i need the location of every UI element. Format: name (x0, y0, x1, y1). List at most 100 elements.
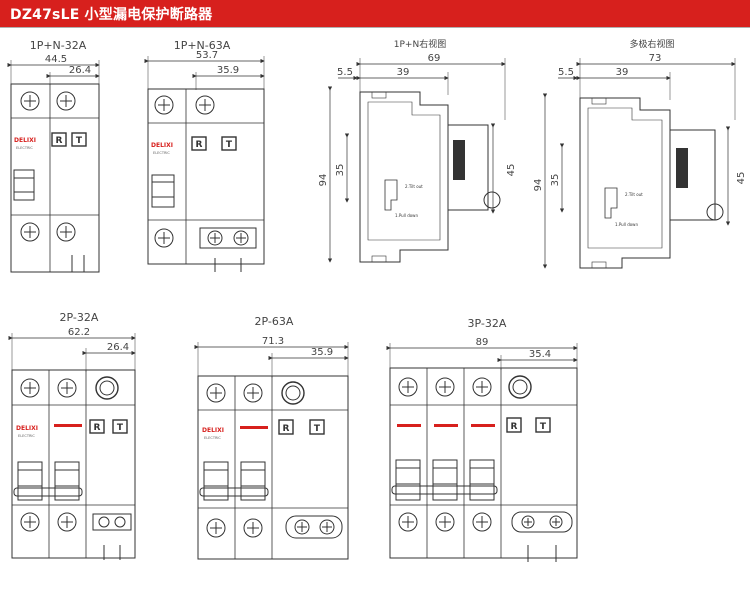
overall-width-value: 71.3 (262, 336, 284, 347)
terminal-screw-icon (207, 230, 223, 246)
test-label: T (76, 136, 83, 146)
overall-width-value: 53.7 (196, 50, 218, 61)
test-label: T (226, 140, 233, 150)
terminal-screw-icon (206, 518, 226, 538)
terminal-screw-icon (56, 91, 76, 111)
red-stripe (240, 426, 268, 429)
header-banner: DZ47sLE 小型漏电保护断路器 (0, 0, 750, 27)
page-title: DZ47sLE 小型漏电保护断路器 (10, 7, 213, 23)
overall-width-value: 73 (649, 53, 662, 64)
test-label: T (540, 422, 547, 432)
terminal-screw-icon (57, 512, 77, 532)
reset-label: R (196, 140, 203, 150)
terminal-screw-icon (57, 378, 77, 398)
breaker-body (10, 83, 100, 273)
reset-label: R (283, 424, 290, 434)
breaker-body (147, 88, 265, 265)
brand-logo: DELIXI (14, 137, 36, 144)
reset-button-icon (506, 417, 522, 433)
indicator-window-icon (95, 376, 119, 400)
terminal-screw-icon (398, 377, 418, 397)
view-label: 1P+N-63A (174, 39, 231, 52)
test-button-icon (112, 419, 128, 434)
pole-width-value: 35.4 (529, 349, 551, 360)
reset-button-icon (51, 132, 67, 147)
breaker-body (11, 369, 136, 559)
reset-button-icon (278, 419, 294, 435)
brand-logo: DELIXI (151, 142, 173, 149)
height-value: 94 (533, 179, 544, 192)
pole-width-value: 26.4 (107, 342, 129, 353)
pull-label: 1.Pull down (395, 213, 418, 218)
test-button-icon (309, 419, 325, 435)
reset-button-icon (89, 419, 105, 434)
left-offset-value: 5.5 (558, 67, 574, 78)
brand-sub: ELECTRIC (18, 434, 35, 438)
mid-width-value: 39 (397, 67, 410, 78)
pole-width-value: 26.4 (69, 65, 91, 76)
terminal-screw-icon (154, 228, 174, 248)
terminal-screw-icon (20, 512, 40, 532)
view-1p-n-63a: 1P+N-63A 53.7 35.9 DELIXI ELECTRIC R T (144, 39, 265, 272)
terminal-screw-icon (398, 512, 418, 532)
terminal-screw-icon (521, 515, 535, 529)
terminal-screw-icon (435, 377, 455, 397)
terminal-screw-icon (549, 515, 563, 529)
pole-width-value: 35.9 (217, 65, 239, 76)
indicator-window-icon (281, 381, 305, 405)
red-stripe (434, 424, 458, 427)
terminal-screw-icon (435, 512, 455, 532)
terminal-screw-icon (472, 512, 492, 532)
pole-width-value: 35.9 (311, 347, 333, 358)
tilt-label: 2.Tilt out (405, 184, 423, 189)
reset-button-icon (191, 136, 207, 151)
red-stripe (471, 424, 495, 427)
tilt-label: 2.Tilt out (625, 192, 643, 197)
breaker-body (197, 375, 349, 560)
terminal-screw-icon (56, 222, 76, 242)
test-label: T (117, 423, 124, 433)
side-profile (579, 97, 671, 269)
terminal-screw-icon (294, 519, 310, 535)
view-multipole-side: 多极右视图 73 5.5 39 94 35 45 2.Tilt out 1.Pu… (533, 38, 747, 269)
reset-label: R (511, 422, 518, 432)
height-value: 94 (318, 174, 329, 187)
breaker-body (389, 367, 578, 559)
header-rule (0, 27, 750, 28)
mid-width-value: 39 (616, 67, 629, 78)
red-stripe (397, 424, 421, 427)
terminal-screw-icon (195, 95, 215, 115)
brand-logo: DELIXI (16, 425, 38, 432)
terminal-screw-icon (20, 91, 40, 111)
view-label: 多极右视图 (629, 38, 674, 50)
view-1p-n-side: 1P+N右视图 69 5.5 39 94 35 45 2.Tilt out 1.… (318, 38, 517, 263)
terminal-screw-icon (206, 383, 226, 403)
inner-height-value: 35 (550, 174, 561, 187)
view-1p-n-32a: 1P+N-32A 44.5 26.4 DELIXI ELECTRIC R T (7, 39, 100, 273)
terminal-screw-icon (20, 378, 40, 398)
red-stripe (54, 424, 82, 427)
view-3p-32a: 3P-32A 89 35.4 R T (386, 317, 578, 562)
view-2p-32a: 2P-32A 62.2 26.4 DELIXI ELECTRIC R T (8, 311, 136, 560)
brand-sub: ELECTRIC (16, 146, 33, 150)
indicator-window-icon (508, 375, 532, 399)
reset-label: R (56, 136, 63, 146)
inner-height-value: 35 (335, 164, 346, 177)
brand-sub: ELECTRIC (204, 436, 221, 440)
left-offset-value: 5.5 (337, 67, 353, 78)
overall-width-value: 89 (476, 337, 489, 348)
terminal-screw-icon (20, 222, 40, 242)
terminal-screw-icon (154, 95, 174, 115)
view-2p-63a: 2P-63A 71.3 35.9 DELIXI ELECTRIC R T (194, 315, 349, 560)
overall-width-value: 62.2 (68, 327, 90, 338)
test-button-icon (221, 136, 237, 151)
test-label: T (314, 424, 321, 434)
view-label: 2P-63A (255, 315, 294, 328)
test-button-icon (71, 132, 87, 147)
view-label: 1P+N-32A (30, 39, 87, 52)
overall-width-value: 44.5 (45, 54, 67, 65)
terminal-screw-icon (243, 518, 263, 538)
view-label: 1P+N右视图 (394, 38, 446, 50)
overall-width-value: 69 (428, 53, 441, 64)
view-label: 3P-32A (468, 317, 507, 330)
